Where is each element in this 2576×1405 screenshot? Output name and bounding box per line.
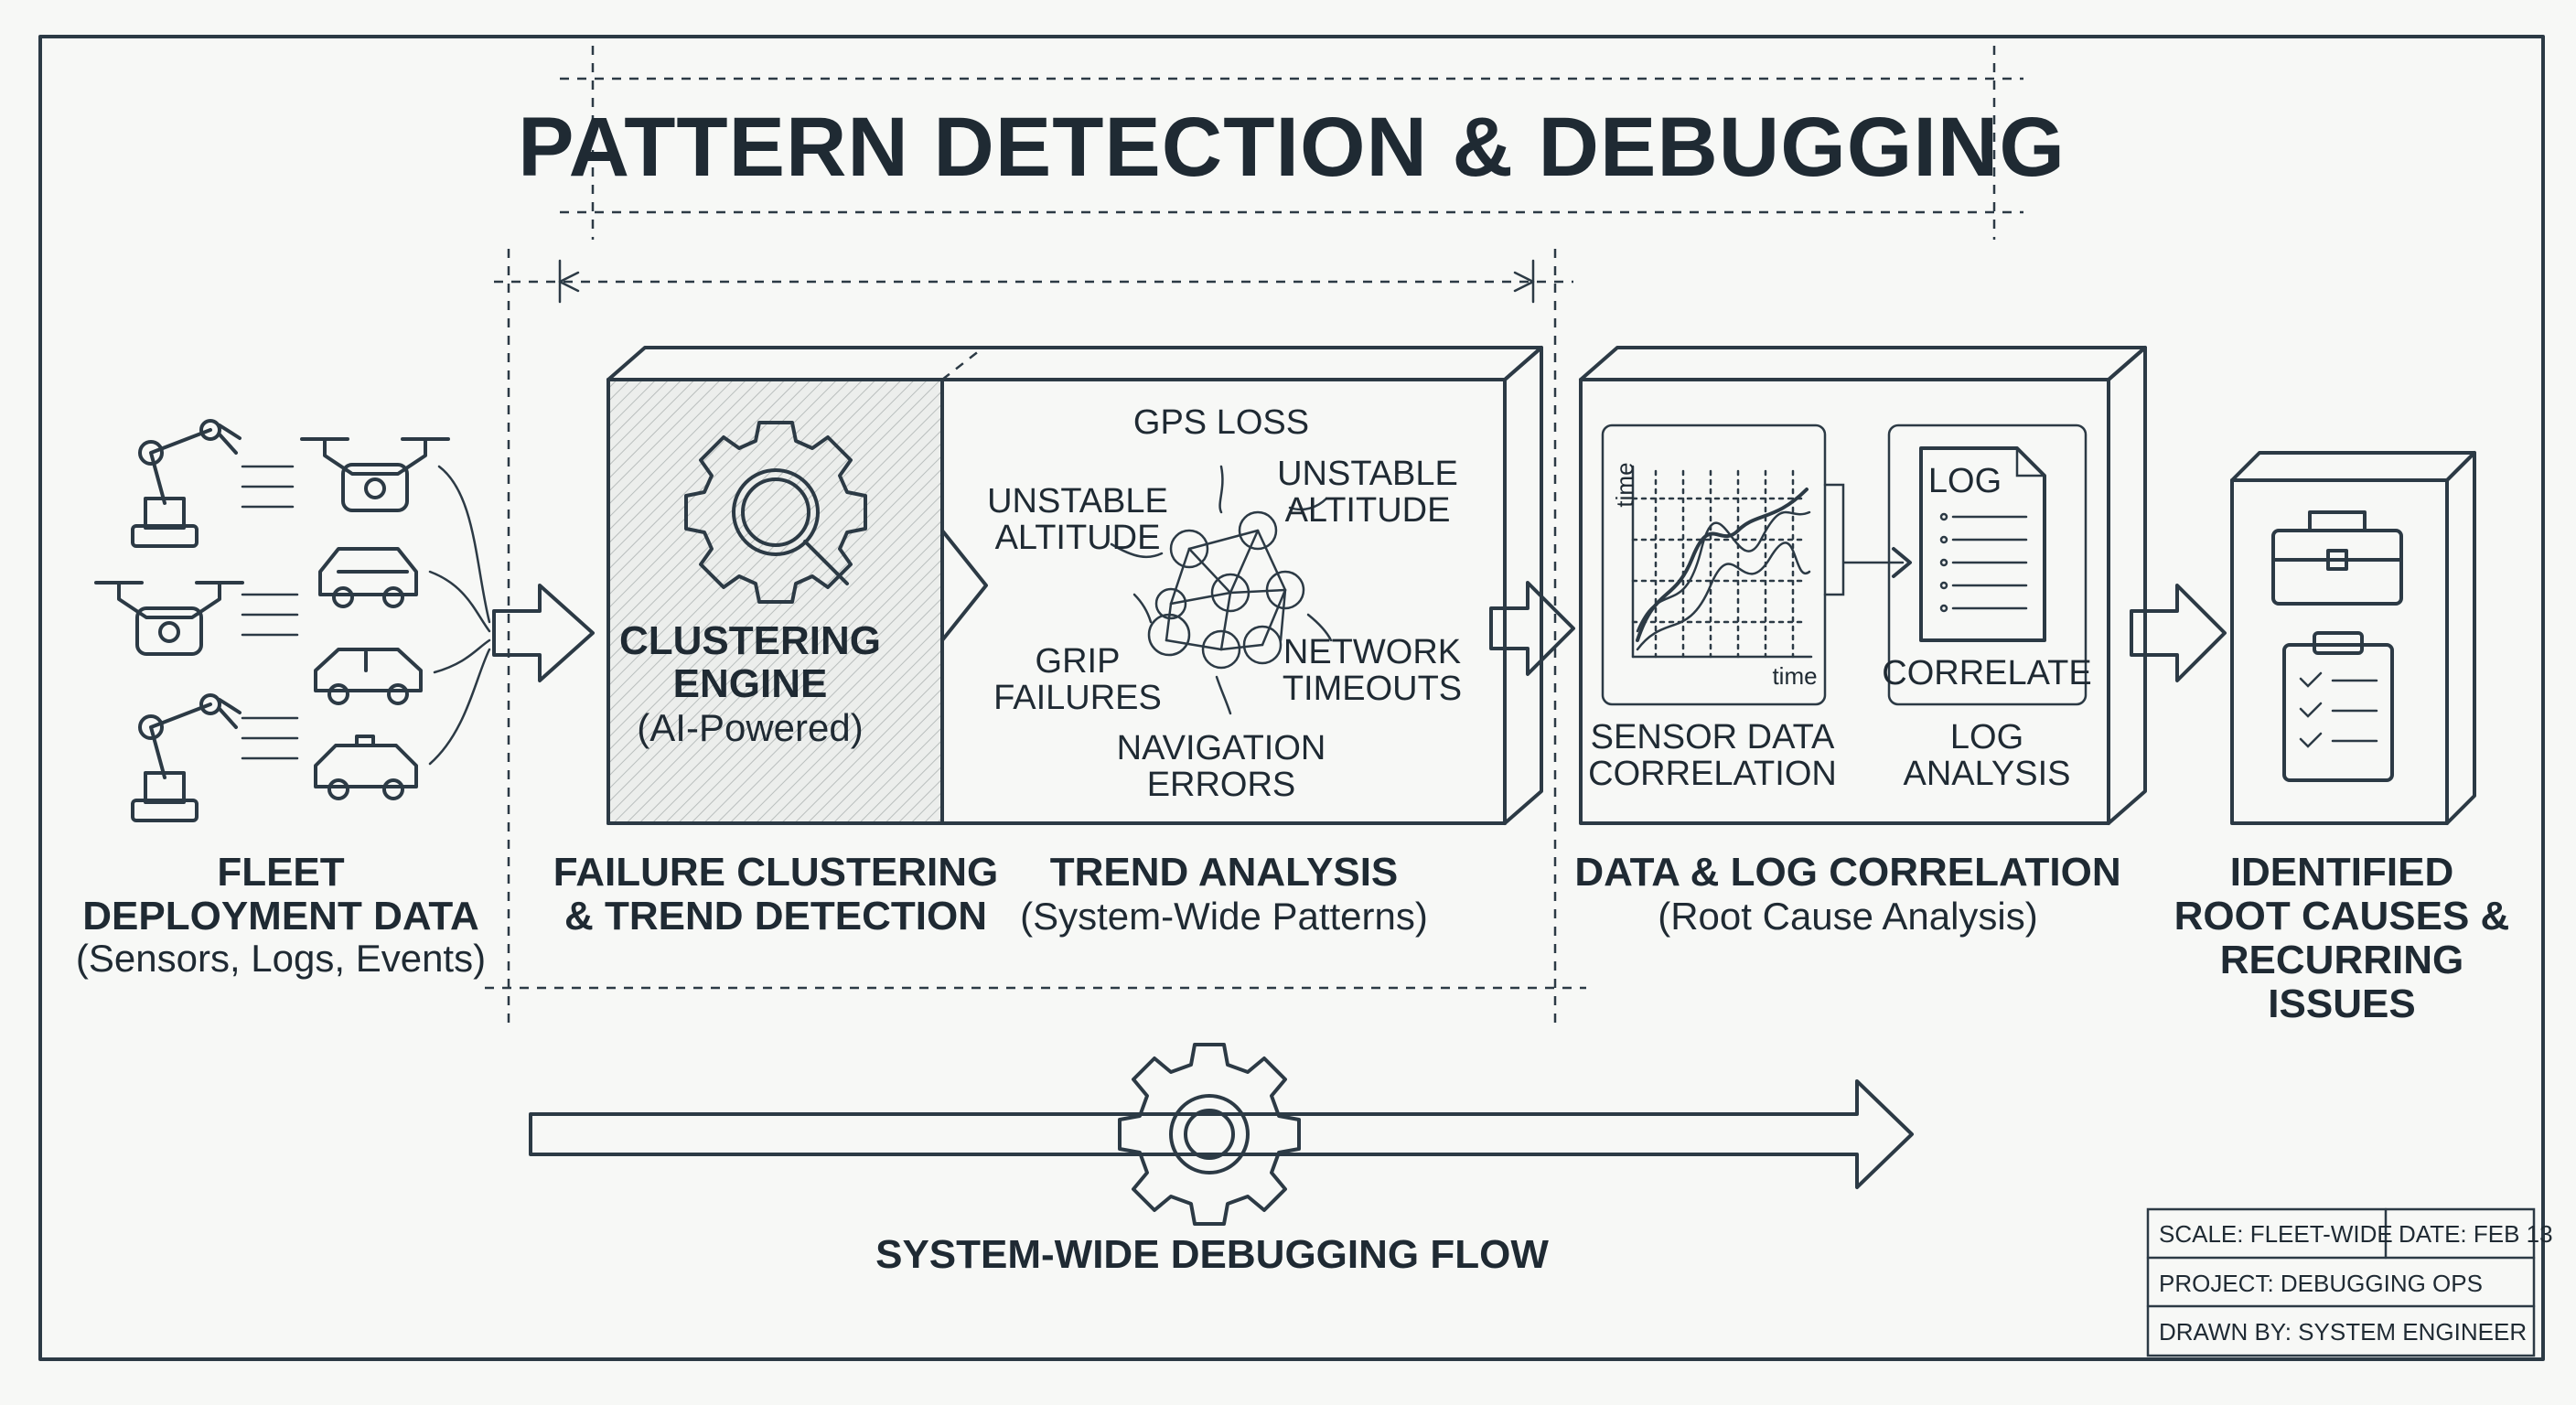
toolbox-icon [2271,510,2403,606]
output-block [2230,451,2476,825]
log-analysis-line2: ANALYSIS [1903,755,2070,793]
arrow-trend-to-correlation [1489,581,1575,676]
chart-ylabel: time [1611,462,1638,507]
node-network-2: TIMEOUTS [1283,670,1462,708]
gear-icon [1118,1043,1301,1226]
cluster-network-graph [1110,465,1333,715]
flow-label: SYSTEM-WIDE DEBUGGING FLOW [875,1232,1549,1277]
arrow-correlation-to-output [2130,584,2227,682]
output-line2: ROOT CAUSES & [2174,894,2510,938]
fleet-title-line2: DEPLOYMENT DATA [82,894,478,938]
fleet-subtitle: (Sensors, Logs, Events) [76,937,486,980]
correlation-block [1579,346,2147,825]
car-icon [314,648,423,705]
checklist-icon [2282,631,2394,782]
trend-subtitle: (System-Wide Patterns) [1020,895,1428,938]
correlate-label: CORRELATE [1882,654,2091,692]
robot-arm-icon [131,419,242,548]
clustering-label-line2: & TREND DETECTION [564,894,987,938]
clustering-engine-line1: CLUSTERING [619,618,881,663]
clustering-trend-block [606,346,1543,825]
car-icon [314,735,418,800]
node-nav-1: NAVIGATION [1117,729,1326,767]
title-block-project: PROJECT: DEBUGGING OPS [2159,1270,2483,1297]
clustering-label-line1: FAILURE CLUSTERING [553,850,998,895]
title-block-date: DATE: FEB 13 [2399,1220,2553,1248]
drone-icon [94,581,244,656]
fleet-title-line1: FLEET [217,850,344,895]
sensor-label-line1: SENSOR DATA [1591,718,1835,756]
log-analysis-line1: LOG [1950,718,2023,756]
sensor-label-line2: CORRELATION [1588,755,1837,793]
chart-xlabel: time [1772,662,1817,690]
node-gps-loss: GPS LOSS [1133,403,1309,442]
robot-arm-icon [131,693,242,822]
output-line1: IDENTIFIED [2230,850,2453,895]
log-document-icon [1919,446,2046,642]
fleet-icons [94,419,491,822]
node-unstable-right-2: ALTITUDE [1285,491,1451,530]
dimension-line [494,259,1573,304]
clustering-engine-sub: (AI-Powered) [637,706,863,749]
output-line3: RECURRING [2220,938,2463,982]
correlation-label: DATA & LOG CORRELATION [1574,850,2120,895]
title-box: PATTERN DETECTION & DEBUGGING [518,46,2066,240]
output-line4: ISSUES [2268,981,2415,1026]
node-grip-2: FAILURES [993,679,1162,717]
node-unstable-right-1: UNSTABLE [1277,455,1458,493]
node-unstable-left-2: ALTITUDE [995,519,1161,557]
title-block-drawn-by: DRAWN BY: SYSTEM ENGINEER [2159,1318,2527,1346]
node-nav-2: ERRORS [1147,766,1296,804]
correlation-subtitle: (Root Cause Analysis) [1658,895,2038,938]
car-icon [318,547,418,608]
page-title: PATTERN DETECTION & DEBUGGING [518,101,2066,194]
drone-icon [300,437,450,512]
clustering-engine-line2: ENGINE [673,661,828,706]
node-unstable-left-1: UNSTABLE [987,482,1168,520]
title-block [2146,1207,2536,1357]
log-title: LOG [1928,462,2002,500]
gear-magnifier-icon [684,421,867,604]
title-block-scale: SCALE: FLEET-WIDE [2159,1220,2393,1248]
outer-frame [38,35,2545,1361]
sensor-chart-icon [1631,465,1912,659]
debugging-flow-arrow [529,1079,1914,1189]
node-network-1: NETWORK [1283,633,1461,671]
arrow-fleet-to-clustering [492,584,595,682]
motion-lines [241,465,491,766]
trend-label: TREND ANALYSIS [1050,850,1399,895]
clustering-region [485,249,1586,1023]
node-grip-1: GRIP [1036,642,1121,681]
